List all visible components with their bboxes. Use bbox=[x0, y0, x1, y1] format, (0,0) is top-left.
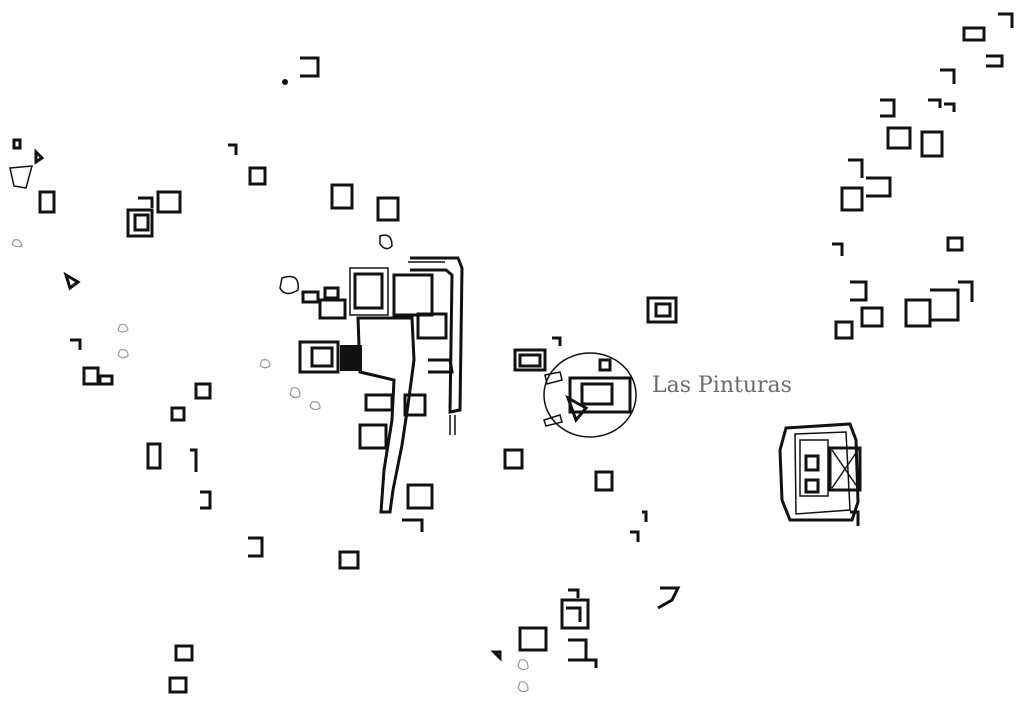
site-label-las-pinturas: Las Pinturas bbox=[652, 373, 792, 398]
southern-group bbox=[490, 588, 598, 693]
central-core bbox=[248, 56, 464, 570]
northeastern-groups bbox=[832, 12, 1014, 340]
palace-complex bbox=[778, 422, 862, 526]
las-pinturas-group: Las Pinturas bbox=[503, 296, 792, 610]
western-groups bbox=[9, 138, 321, 694]
